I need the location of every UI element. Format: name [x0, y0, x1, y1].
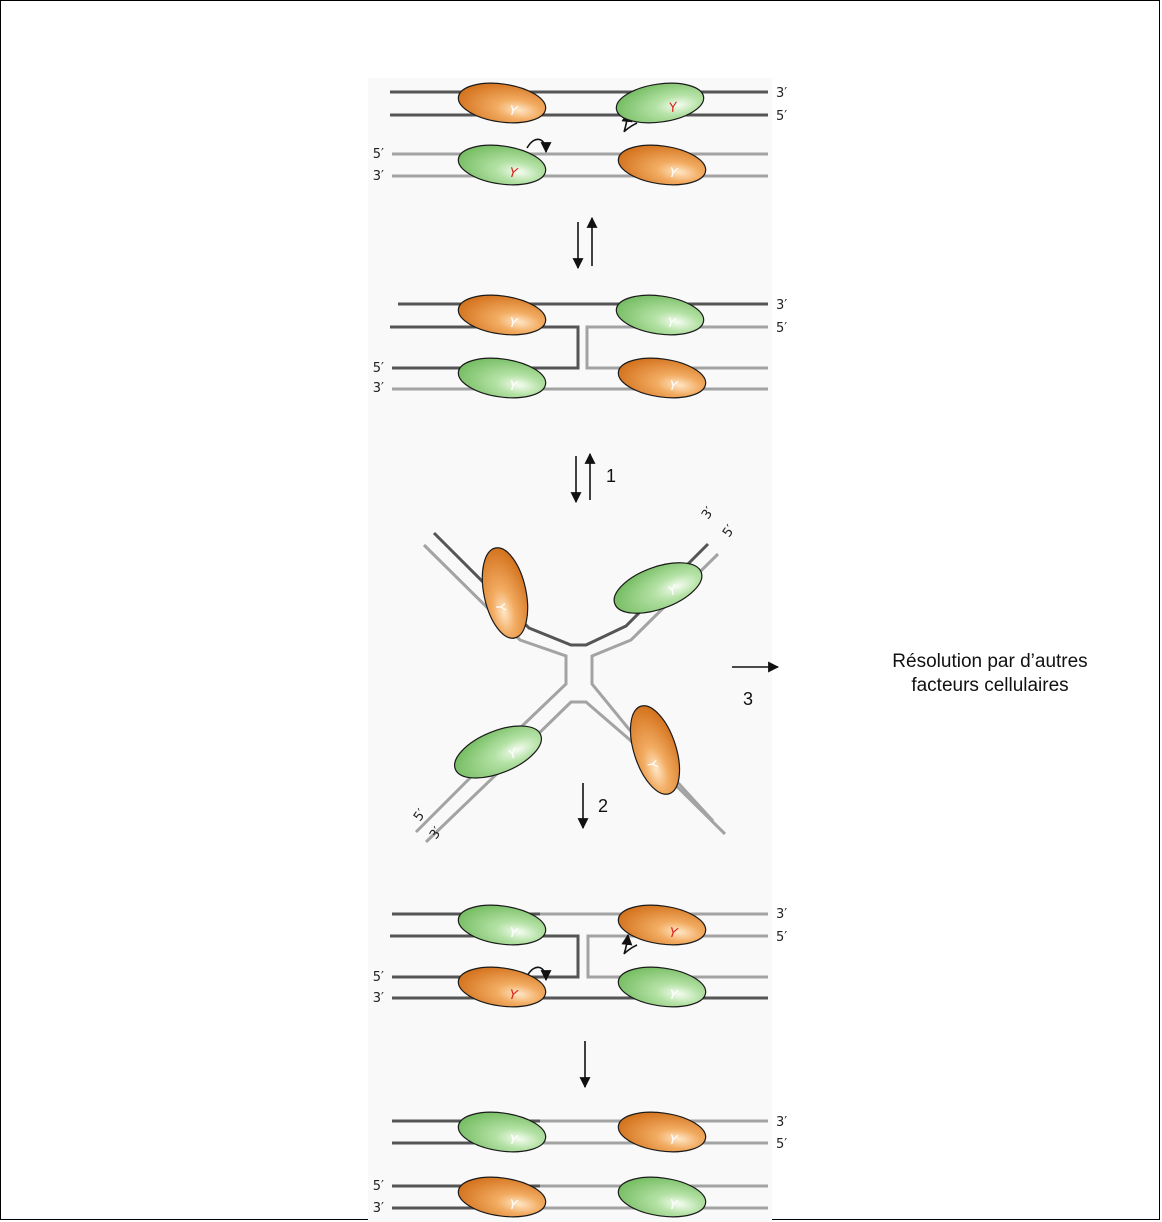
- recombinase-top-left: Y: [457, 904, 547, 946]
- diagram-panel: [368, 78, 772, 1222]
- recombinase-top-left: Y: [457, 294, 547, 336]
- end-label-5prime: 5′: [776, 321, 787, 336]
- end-label-5prime: 5′: [776, 109, 787, 124]
- recombinase-bottom-left: Y: [457, 1176, 547, 1218]
- end-label-3prime: 3′: [776, 1115, 787, 1130]
- end-label-5prime: 5′: [776, 930, 787, 945]
- end-label-3prime: 3′: [776, 86, 787, 101]
- recombinase-top-left: Y: [457, 1111, 547, 1153]
- recombinase-junction-lower-right: Y: [629, 705, 681, 795]
- recombinase-bottom-left: Y: [457, 357, 547, 399]
- recombinase-junction-upper-left: Y: [481, 547, 529, 639]
- end-label-5prime: 5′: [373, 361, 384, 376]
- side-note-line2: facteurs cellulaires: [911, 675, 1069, 696]
- tyrosine-label: Y: [508, 1133, 519, 1149]
- recombinase-green-shape: [617, 966, 707, 1008]
- tyrosine-label: Y: [508, 316, 519, 332]
- recombinase-top-right: Y: [615, 82, 705, 124]
- step-number-1: 1: [606, 466, 616, 486]
- recombinase-orange-shape: [457, 294, 547, 336]
- tyrosine-label: Y: [668, 1198, 679, 1214]
- end-label-3prime: 3′: [776, 298, 787, 313]
- tyrosine-label: Y: [668, 926, 679, 942]
- end-label-3prime: 3′: [776, 907, 787, 922]
- recombinase-orange-shape: [457, 966, 547, 1008]
- recombinase-orange-shape: [617, 904, 707, 946]
- recombinase-orange-shape: [617, 357, 707, 399]
- recombinase-green-shape: [613, 562, 703, 614]
- side-note: Résolution par d’autres facteurs cellula…: [840, 650, 1140, 698]
- cleavage-arrow: [621, 933, 638, 955]
- recombinase-green-shape: [615, 82, 705, 124]
- tyrosine-label: Y: [666, 316, 677, 332]
- side-note-line1: Résolution par d’autres: [892, 651, 1088, 672]
- recombinase-bottom-left: Y: [457, 144, 547, 186]
- tyrosine-label: Y: [508, 379, 519, 395]
- recombinase-green-shape: [454, 725, 542, 779]
- tyrosine-label: Y: [668, 1133, 679, 1149]
- recombinase-junction-upper-right: Y: [613, 562, 703, 614]
- recombinase-green-shape: [457, 144, 547, 186]
- cleavage-arrow: [526, 966, 552, 982]
- tyrosine-label: Y: [508, 1198, 519, 1214]
- recombinase-bottom-right: Y: [617, 357, 707, 399]
- recombinase-bottom-right: Y: [617, 1176, 707, 1218]
- tyrosine-label: Y: [508, 104, 519, 120]
- step-number-3: 3: [743, 689, 753, 709]
- end-label-3prime: 3′: [373, 1201, 384, 1216]
- recombinase-top-right: Y: [615, 294, 705, 336]
- end-label-3prime: 3′: [373, 991, 384, 1006]
- recombinase-top-right: Y: [617, 1111, 707, 1153]
- recombinase-bottom-right: Y: [617, 966, 707, 1008]
- tyrosine-label: Y: [668, 100, 679, 116]
- tyrosine-label: Y: [492, 602, 509, 614]
- recombinase-green-shape: [457, 1111, 547, 1153]
- recombinase-junction-lower-left: Y: [454, 725, 542, 779]
- end-label-3prime: 3′: [373, 381, 384, 396]
- end-label-5prime: 5′: [373, 1179, 384, 1194]
- end-label-5prime: 5′: [373, 970, 384, 985]
- recombinase-bottom-left: Y: [457, 966, 547, 1008]
- end-label-5prime: 5′: [373, 147, 384, 162]
- tyrosine-label: Y: [508, 926, 519, 942]
- recombinase-orange-shape: [617, 144, 707, 186]
- end-label-5prime: 5′: [776, 1137, 787, 1152]
- recombinase-bottom-right: Y: [617, 144, 707, 186]
- cleavage-arrow: [526, 138, 552, 154]
- recombinase-orange-shape: [629, 705, 681, 795]
- recombinase-green-shape: [457, 357, 547, 399]
- tyrosine-label: Y: [668, 166, 679, 182]
- recombinase-top-right: Y: [617, 904, 707, 946]
- recombinase-orange-shape: [617, 1111, 707, 1153]
- recombinase-green-shape: [615, 294, 705, 336]
- recombinase-top-left: Y: [457, 82, 547, 124]
- recombinase-orange-shape: [457, 82, 547, 124]
- recombinase-orange-shape: [481, 547, 529, 639]
- end-label-3prime: 3′: [373, 169, 384, 184]
- tyrosine-label: Y: [668, 379, 679, 395]
- step-number-2: 2: [598, 796, 608, 816]
- end-label-5prime: 5′: [720, 522, 739, 540]
- tyrosine-label: Y: [508, 166, 519, 182]
- tyrosine-label: Y: [668, 988, 679, 1004]
- recombinase-green-shape: [457, 904, 547, 946]
- tyrosine-label: Y: [508, 988, 519, 1004]
- recombinase-orange-shape: [457, 1176, 547, 1218]
- recombinase-green-shape: [617, 1176, 707, 1218]
- end-label-3prime: 3′: [699, 504, 718, 522]
